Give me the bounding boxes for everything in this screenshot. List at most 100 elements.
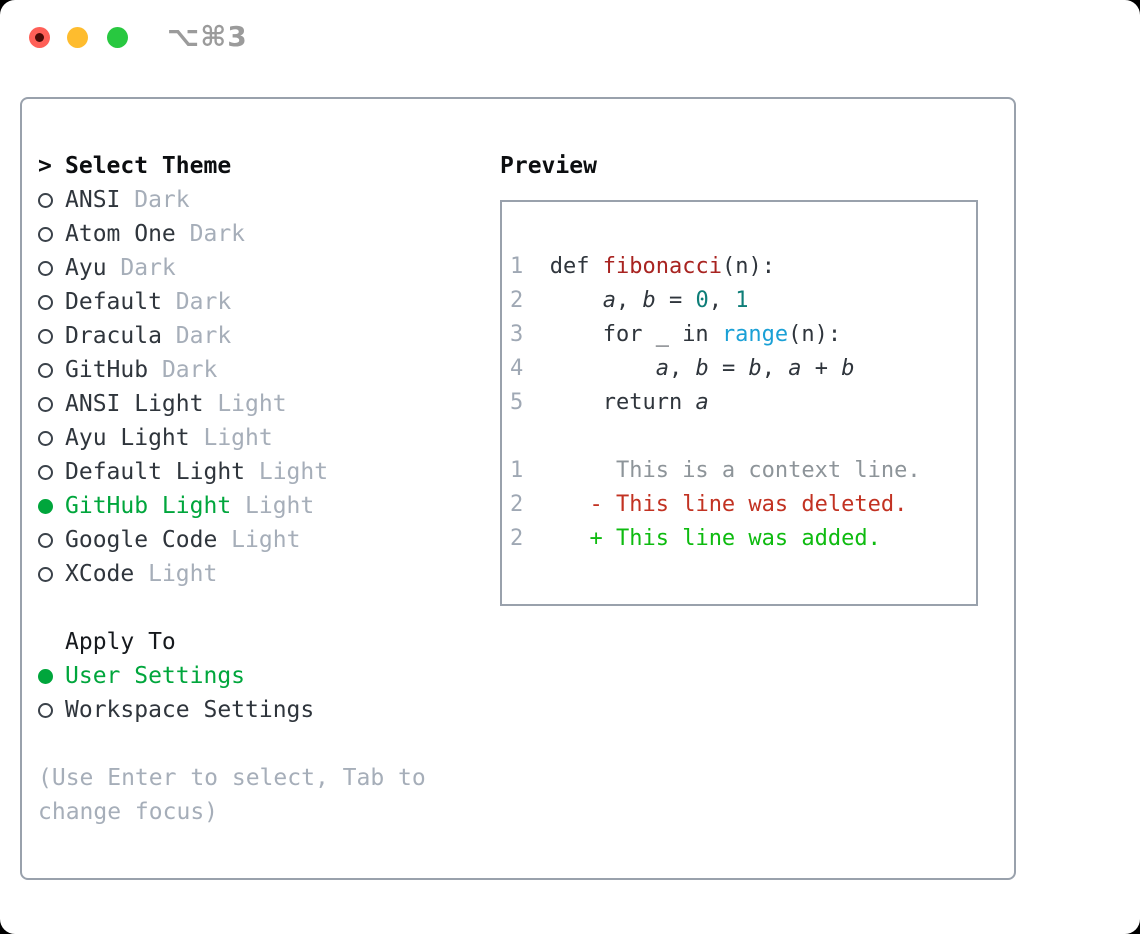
- theme-option-default-light[interactable]: Default Light Light: [38, 455, 478, 489]
- code-line: 1 def fibonacci(n):: [510, 250, 976, 284]
- radio-icon: [38, 328, 65, 344]
- radio-icon: [38, 532, 65, 548]
- theme-option-github[interactable]: GitHub Dark: [38, 353, 478, 387]
- radio-circle: [38, 430, 53, 446]
- spacer: [38, 591, 478, 625]
- line-number: 1: [510, 254, 524, 279]
- cursor-chevron-icon: >: [38, 153, 52, 179]
- apply-option-workspace-settings[interactable]: Workspace Settings: [38, 693, 478, 727]
- radio-circle: [38, 226, 53, 242]
- titlebar: ⌥⌘3: [0, 0, 1140, 75]
- code-segment: [523, 356, 655, 381]
- option-name: Ayu Light: [65, 425, 190, 451]
- option-label: Ayu Dark: [65, 255, 176, 281]
- radio-circle: [38, 464, 53, 480]
- code-line: 3 for _ in range(n):: [510, 318, 976, 352]
- radio-circle: [38, 702, 53, 718]
- option-label: Workspace Settings: [65, 697, 314, 723]
- code-segment: ,: [761, 356, 789, 381]
- radio-icon: [38, 702, 65, 718]
- preview-column: Preview 1 def fibonacci(n):2 a, b = 0, 1…: [500, 149, 986, 606]
- close-button[interactable]: [29, 27, 50, 48]
- minimize-button[interactable]: [67, 27, 88, 48]
- option-variant-tag: Dark: [175, 221, 246, 247]
- option-label: ANSI Dark: [65, 187, 190, 213]
- theme-option-ansi-light[interactable]: ANSI Light Light: [38, 387, 478, 421]
- theme-option-google-code[interactable]: Google Code Light: [38, 523, 478, 557]
- option-label: Default Dark: [65, 289, 231, 315]
- option-name: Ayu: [65, 255, 107, 281]
- option-label: Default Light Light: [65, 459, 328, 485]
- radio-circle: [38, 260, 53, 276]
- option-name: Workspace Settings: [65, 697, 315, 723]
- code-segment: (n):: [721, 254, 775, 279]
- code-segment: b: [695, 356, 709, 381]
- radio-circle: [38, 532, 53, 548]
- radio-icon: [38, 464, 65, 480]
- option-variant-tag: Light: [217, 527, 301, 553]
- radio-icon: [38, 566, 65, 582]
- radio-icon: [38, 260, 65, 276]
- radio-circle: [38, 396, 53, 412]
- code-line: 2 a, b = 0, 1: [510, 284, 976, 318]
- code-segment: This is a context line.: [523, 458, 921, 483]
- option-variant-tag: Dark: [120, 187, 190, 213]
- theme-option-github-light[interactable]: GitHub Light Light: [38, 489, 478, 523]
- radio-icon: [38, 294, 65, 310]
- preview-title: Preview: [500, 153, 597, 179]
- code-segment: ,: [615, 288, 643, 313]
- theme-option-ansi[interactable]: ANSI Dark: [38, 183, 478, 217]
- option-label: Atom One Dark: [65, 221, 245, 247]
- select-theme-title: Select Theme: [65, 153, 232, 179]
- option-name: Google Code: [65, 527, 218, 553]
- option-label: Dracula Dark: [65, 323, 231, 349]
- theme-option-atom-one[interactable]: Atom One Dark: [38, 217, 478, 251]
- radio-circle: [38, 294, 53, 310]
- code-segment: [523, 492, 589, 517]
- code-segment: fibonacci: [602, 254, 722, 279]
- option-name: ANSI: [65, 187, 121, 213]
- apply-to-title: Apply To: [65, 629, 176, 655]
- line-number: 4: [510, 356, 524, 381]
- radio-icon: [38, 192, 65, 208]
- apply-option-user-settings[interactable]: User Settings: [38, 659, 478, 693]
- code-segment: 1: [735, 288, 749, 313]
- option-name: User Settings: [65, 663, 246, 689]
- code-segment: b: [748, 356, 762, 381]
- spacer: [38, 727, 478, 761]
- line-number: 2: [510, 288, 524, 313]
- theme-option-ayu-light[interactable]: Ayu Light Light: [38, 421, 478, 455]
- option-variant-tag: Dark: [161, 289, 232, 315]
- option-label: ANSI Light Light: [65, 391, 287, 417]
- code-segment: [523, 526, 589, 551]
- selected-radio-icon: [38, 668, 65, 684]
- radio-circle: [38, 192, 53, 208]
- code-segment: a: [602, 288, 616, 313]
- keyboard-hint: (Use Enter to select, Tab to change focu…: [38, 765, 426, 825]
- radio-circle: [38, 328, 53, 344]
- option-label: XCode Light: [65, 561, 217, 587]
- close-dot-icon: [35, 33, 44, 42]
- code-line: 4 a, b = b, a + b: [510, 352, 976, 386]
- line-number: 5: [510, 390, 524, 415]
- theme-option-ayu[interactable]: Ayu Dark: [38, 251, 478, 285]
- diff-block: 1 This is a context line.2 - This line w…: [510, 454, 976, 556]
- code-segment: b: [841, 356, 855, 381]
- radio-icon: [38, 226, 65, 242]
- theme-option-dracula[interactable]: Dracula Dark: [38, 319, 478, 353]
- code-segment: b: [642, 288, 656, 313]
- zoom-button[interactable]: [107, 27, 128, 48]
- radio-dot: [38, 498, 53, 514]
- theme-option-default[interactable]: Default Dark: [38, 285, 478, 319]
- code-segment: ,: [708, 288, 736, 313]
- radio-circle: [38, 566, 53, 582]
- option-label: User Settings: [65, 663, 245, 689]
- option-name: Default Light: [65, 459, 246, 485]
- option-name: GitHub: [65, 357, 149, 383]
- code-segment: a: [695, 390, 709, 415]
- theme-option-xcode[interactable]: XCode Light: [38, 557, 478, 591]
